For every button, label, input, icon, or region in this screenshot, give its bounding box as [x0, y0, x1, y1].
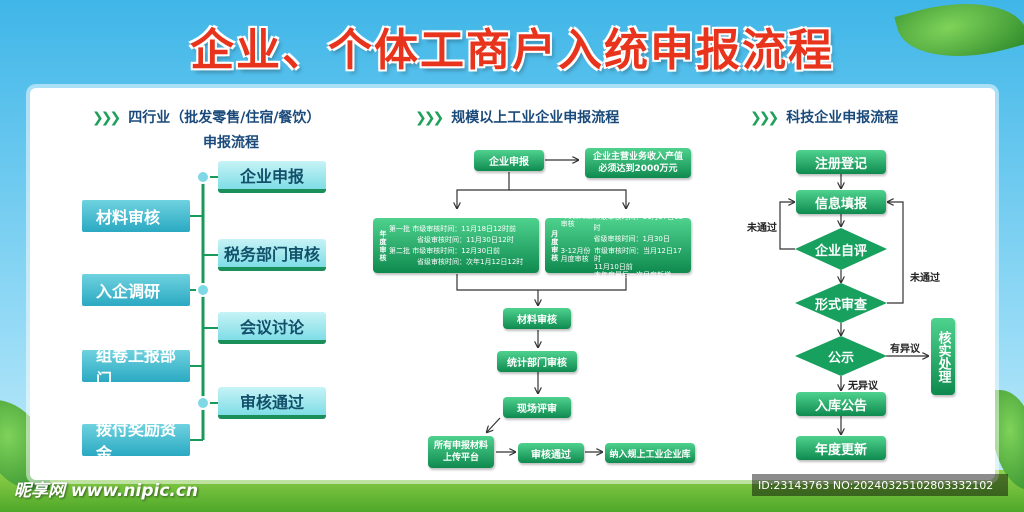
header-text: 规模以上工业企业申报流程 — [451, 110, 620, 126]
annual-review-box: 年度审核 第一批 市级审核时间：11月18日12时前 省级审核时间：11月30日… — [373, 218, 539, 273]
b1-city: 市级审核时间：11月18日12时前 — [412, 224, 516, 233]
mar-city: 市级审核时间：当月12日17时 — [593, 247, 682, 263]
watermark: 昵享网 www.nipic.cn — [14, 481, 199, 501]
middle-start: 企业申报 — [474, 150, 544, 171]
left-section-subheader: 申报流程 — [203, 135, 259, 151]
chevron-icon: ❯❯❯ — [415, 110, 444, 126]
diamond-label: 企业自评 — [814, 243, 867, 259]
step-site-research: 入企调研 — [82, 274, 190, 306]
right-update: 年度更新 — [796, 436, 886, 460]
middle-site-review: 现场评审 — [503, 397, 571, 418]
middle-upload: 所有申报材料上传平台 — [428, 436, 494, 468]
middle-stat-review: 统计部门审核 — [497, 351, 577, 372]
step-fund: 拨付奖励资金 — [82, 420, 190, 463]
fail-label: 未通过 — [910, 273, 940, 284]
mar-label: 3-12月份月度审核 — [560, 247, 591, 263]
feb-prov: 省级审核时间：1月30日 — [593, 235, 670, 243]
batch2-label: 第二批 — [389, 246, 410, 255]
middle-requirement: 企业主营业务收入产值必须达到2000万元 — [585, 148, 691, 178]
diamond-label: 形式审查 — [814, 297, 867, 313]
right-verify: 核实处理 — [931, 318, 955, 395]
timeline-dot — [196, 396, 210, 410]
header-text: 科技企业申报流程 — [786, 110, 899, 126]
batch1-label: 第一批 — [389, 224, 410, 233]
header-text: 四行业（批发零售/住宿/餐饮） — [128, 110, 321, 126]
objection-label: 有异议 — [890, 344, 920, 355]
monthly-review-box: 月度审核 2月份月度审核市级审核时间：11月27日12时省级审核时间：1月30日… — [545, 212, 691, 279]
chevron-icon: ❯❯❯ — [750, 110, 779, 126]
fail-label: 未通过 — [747, 223, 777, 234]
right-section-header: ❯❯❯ 科技企业申报流程 — [750, 107, 898, 127]
mar-2: 11月10日前 — [593, 263, 633, 271]
no-objection-label: 无异议 — [848, 381, 878, 392]
step-submit-dept: 组卷上报部门 — [82, 346, 190, 389]
b2-prov: 省级审核时间：次年1月12日12时 — [417, 257, 524, 266]
step-material-review: 材料审核 — [82, 200, 190, 232]
left-section-header: ❯❯❯ 四行业（批发零售/住宿/餐饮） — [92, 107, 320, 127]
chevron-icon: ❯❯❯ — [92, 110, 121, 126]
step-approved: 审核通过 — [218, 387, 326, 419]
step-meeting: 会议讨论 — [218, 312, 326, 344]
middle-approved: 审核通过 — [518, 443, 584, 463]
right-publicity: 公示 — [795, 336, 887, 376]
right-register: 注册登记 — [796, 150, 886, 174]
timeline-dot — [196, 170, 210, 184]
right-announce: 入库公告 — [796, 392, 886, 416]
page-title: 企业、个体工商户入统申报流程 — [190, 25, 834, 76]
timeline-dot — [196, 283, 210, 297]
b1-prov: 省级审核时间：11月30日12时 — [417, 235, 514, 244]
right-fill: 信息填报 — [796, 190, 886, 214]
mar-3: 本年度最后一次月度新增 — [593, 271, 671, 279]
monthly-label: 月度审核 — [551, 229, 559, 262]
feb-label: 2月份月度审核 — [560, 212, 594, 228]
b2-city: 市级审核时间：12月30日前 — [412, 246, 501, 255]
step-tax-review: 税务部门审核 — [218, 239, 326, 271]
middle-section-header: ❯❯❯ 规模以上工业企业申报流程 — [415, 107, 619, 127]
right-self-eval: 企业自评 — [795, 228, 887, 270]
annual-label: 年度审核 — [379, 229, 387, 262]
image-id-bar: ID:23143763 NO:20240325102803332102 — [752, 474, 1008, 496]
right-formal-review: 形式审查 — [795, 283, 887, 323]
middle-material-review: 材料审核 — [503, 308, 571, 329]
middle-include: 纳入规上工业企业库 — [605, 443, 695, 463]
feb-city: 市级审核时间：11月27日12时 — [593, 213, 684, 232]
diamond-label: 公示 — [827, 350, 854, 366]
step-enterprise-apply: 企业申报 — [218, 161, 326, 193]
